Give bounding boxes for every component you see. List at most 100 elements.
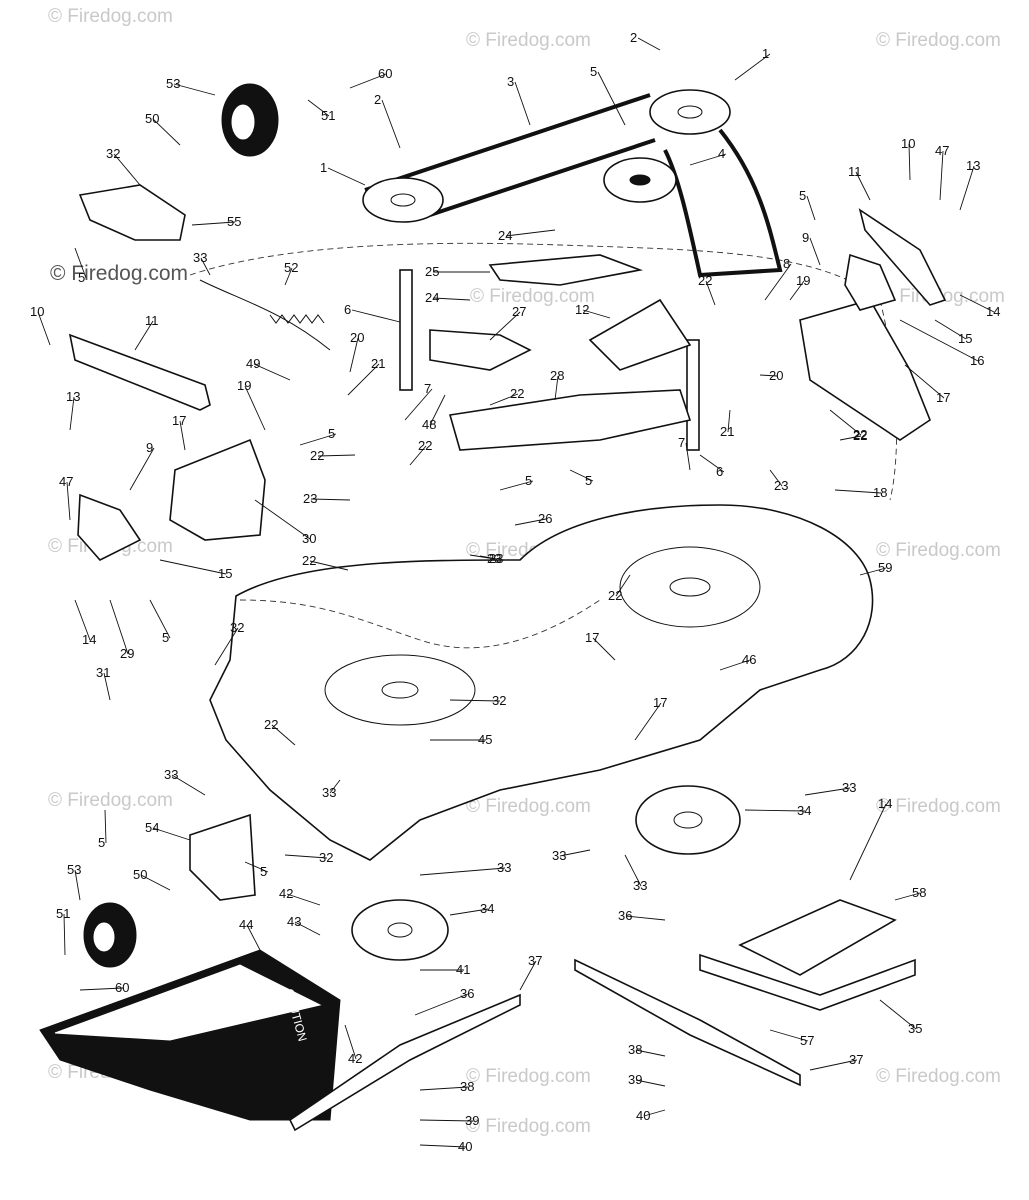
part-callout-13: 13 [66,389,80,404]
part-callout-22: 22 [418,438,432,453]
right-idler-bracket [588,298,692,371]
part-callout-9: 9 [802,230,809,245]
part-callout-20: 20 [350,330,364,345]
callout-leader-line [414,993,469,1016]
part-callout-55: 55 [227,214,241,229]
part-callout-23: 23 [303,491,317,506]
callout-leader-line [727,409,731,433]
part-callout-5: 5 [98,835,105,850]
watermark: © Firedog.com [466,1066,591,1087]
callout-layer: 1235412536051503255533521011624272524122… [30,30,1000,1154]
callout-leader-line [152,827,191,841]
part-callout-43: 43 [287,914,301,929]
part-callout-8: 8 [783,256,790,271]
callout-leader-line [643,1109,666,1117]
callout-leader-line [699,454,725,473]
part-callout-15: 15 [218,566,232,581]
callout-leader-line [804,787,851,796]
callout-leader-line [834,489,882,494]
callout-leader-line [294,921,321,936]
callout-leader-line [449,908,489,916]
callout-leader-line [514,518,547,526]
deck-left-spindle-hole [381,681,419,699]
part-callout-22: 22 [264,717,278,732]
part-callout-33: 33 [322,785,336,800]
callout-leader-line [939,150,944,201]
callout-leader-line [419,1086,469,1091]
callout-leader-line [634,702,662,741]
callout-leader-line [244,385,266,431]
callout-leader-line [908,143,911,181]
callout-leader-line [66,481,71,521]
part-callout-4: 4 [718,146,725,161]
callout-leader-line [789,280,805,301]
part-callout-51: 51 [56,906,70,921]
part-callout-32: 32 [492,693,506,708]
callout-leader-line [307,99,330,117]
part-callout-32: 32 [319,850,333,865]
left-arm-plate [77,493,142,561]
part-callout-17: 17 [653,695,667,710]
callout-leader-line [63,913,66,956]
part-callout-22: 22 [698,273,712,288]
callout-leader-line [244,861,269,873]
callout-leader-line [329,779,341,794]
callout-leader-line [246,924,261,951]
callout-leader-line [734,53,771,81]
callout-leader-line [899,319,979,362]
part-callout-10: 10 [901,136,915,151]
part-callout-33: 33 [164,767,178,782]
part-callout-44: 44 [239,917,253,932]
callout-leader-line [615,574,631,597]
part-callout-27: 27 [512,304,526,319]
front-wheel-bracket [189,813,256,901]
deck-right-spindle-opening [619,546,761,628]
part-callout-5: 5 [328,426,335,441]
part-callout-12: 12 [575,302,589,317]
callout-leader-line [419,867,506,876]
part-callout-47: 47 [935,143,949,158]
callout-leader-line [554,375,559,401]
callout-leader-line [104,809,107,844]
callout-leader-line [637,37,661,51]
part-callout-36: 36 [460,986,474,1001]
callout-leader-line [214,627,239,666]
part-callout-53: 53 [67,862,81,877]
right-mandrel-hub [673,811,703,829]
part-callout-1: 1 [320,160,327,175]
part-callout-51: 51 [321,108,335,123]
part-callout-58: 58 [912,885,926,900]
part-callout-24: 24 [498,228,512,243]
left-spindle-shaft [399,269,413,391]
callout-leader-line [719,659,751,671]
part-callout-29: 29 [120,646,134,661]
part-callout-33: 33 [497,860,511,875]
part-callout-39: 39 [465,1113,479,1128]
part-callout-38: 38 [628,1042,642,1057]
callout-leader-line [809,237,821,266]
part-callout-22: 22 [608,588,622,603]
part-callout-17: 17 [936,390,950,405]
callout-leader-line [286,893,321,906]
callout-leader-line [349,337,359,373]
part-callout-23: 23 [489,551,503,566]
watermark: © Firedog.com [466,1116,591,1137]
part-callout-33: 33 [193,250,207,265]
callout-leader-line [344,1024,357,1060]
callout-leader-line [191,221,236,226]
part-callout-11: 11 [848,164,862,179]
part-callout-5: 5 [78,270,85,285]
part-callout-5: 5 [260,864,267,879]
callout-leader-line [419,1119,474,1122]
watermark: © Firedog.com [470,286,595,307]
part-callout-23: 23 [774,478,788,493]
callout-leader-line [113,153,141,186]
callout-leader-line [310,498,351,501]
part-callout-50: 50 [133,867,147,882]
callout-leader-line [829,409,862,436]
callout-leader-line [347,363,380,396]
idler-arm-plate [448,389,692,451]
callout-leader-line [489,393,519,406]
callout-leader-line [404,388,433,421]
